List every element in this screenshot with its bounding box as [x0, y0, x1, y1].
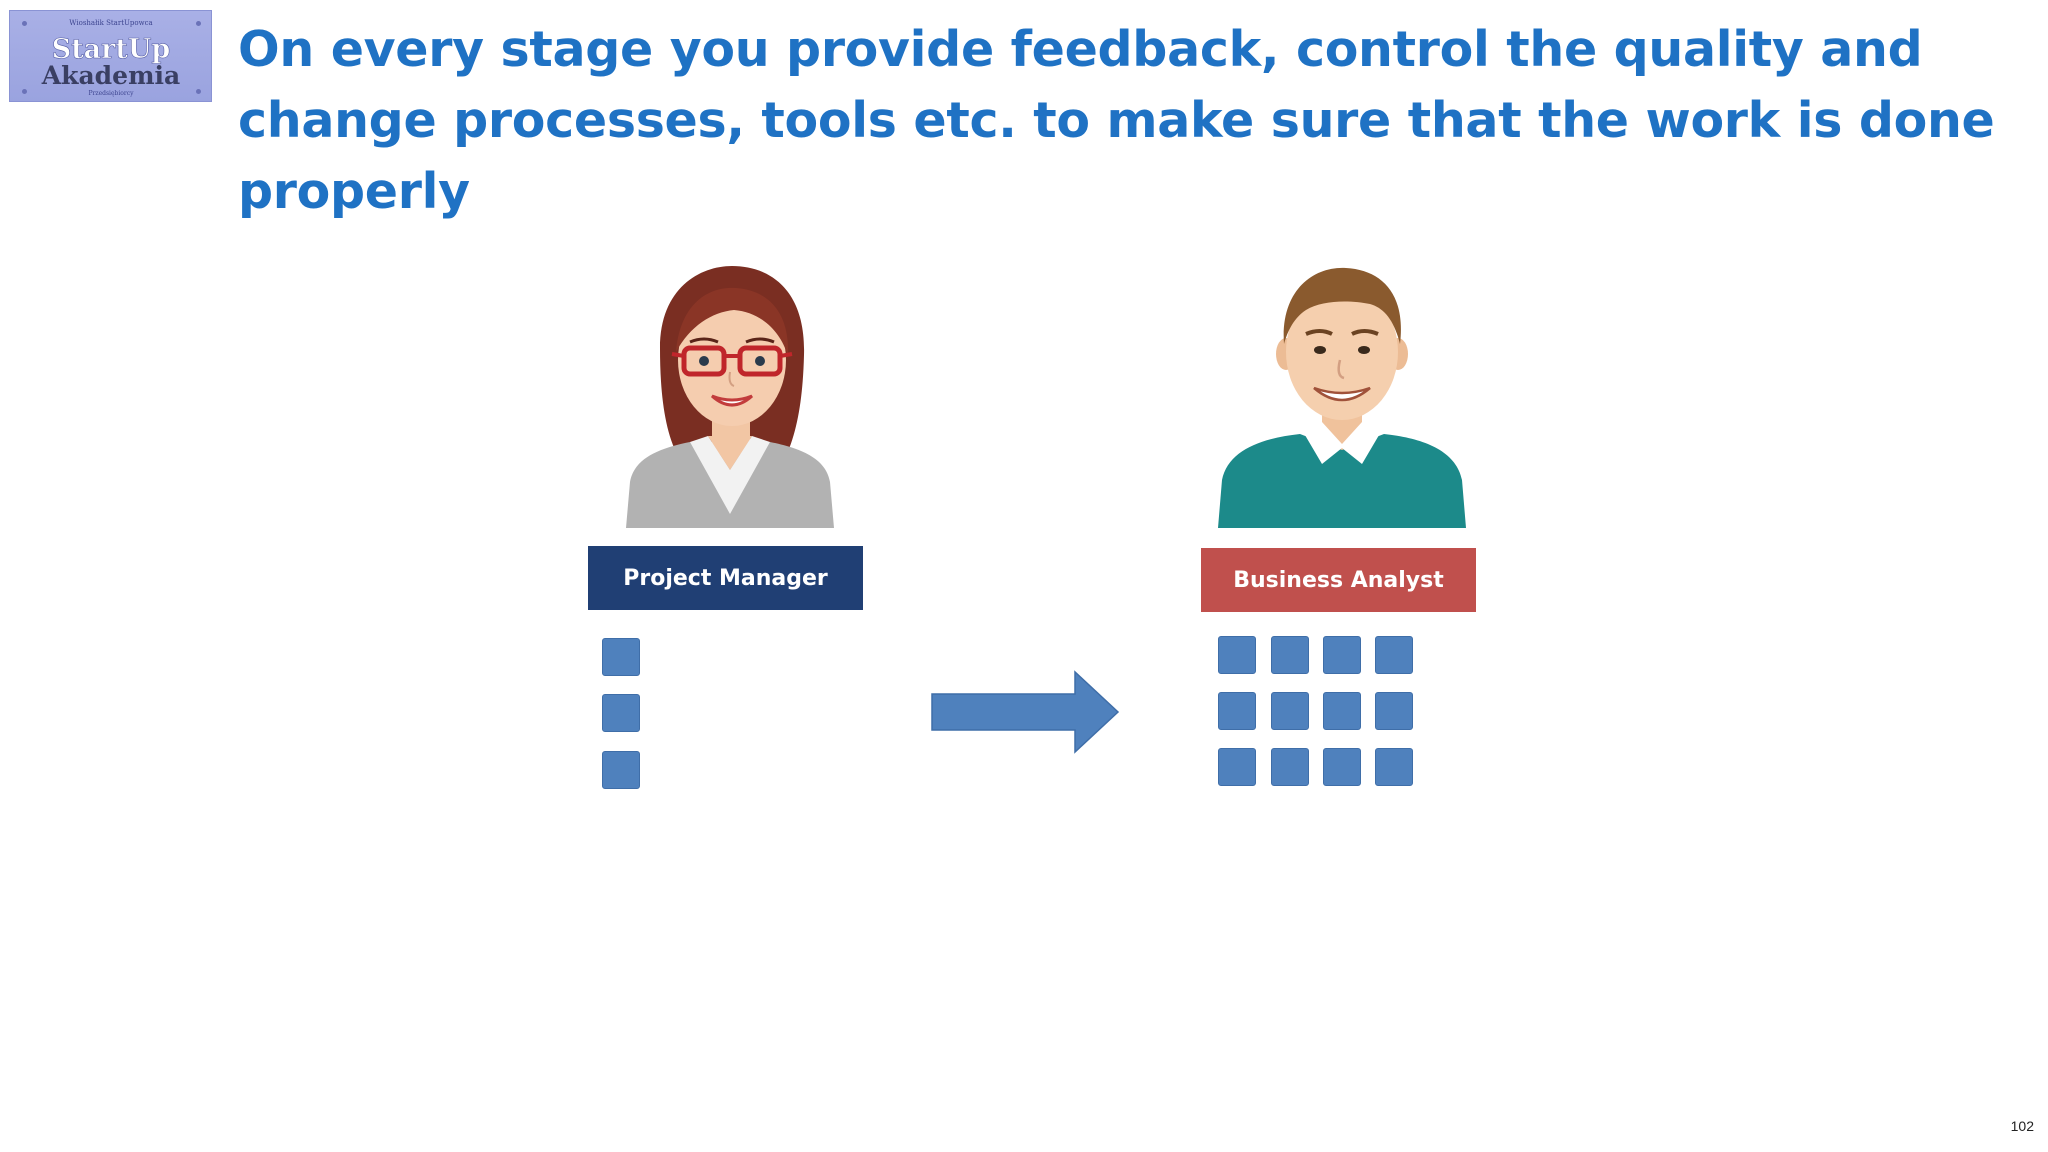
svg-text:Przedsiębiorcy: Przedsiębiorcy [89, 90, 135, 97]
pm-task-square [602, 751, 640, 789]
right-arrow-icon [930, 670, 1120, 759]
ba-task-square [1271, 748, 1309, 786]
woman-with-glasses-avatar [620, 260, 840, 528]
ba-task-square [1218, 748, 1256, 786]
svg-text:Wioshałik StartUpowca: Wioshałik StartUpowca [69, 19, 152, 27]
ba-task-square [1271, 636, 1309, 674]
ba-task-square [1375, 636, 1413, 674]
business-analyst-label: Business Analyst [1201, 548, 1476, 612]
svg-text:StartUp: StartUp [52, 34, 171, 65]
pm-task-square [602, 694, 640, 732]
ba-task-square [1218, 636, 1256, 674]
pm-task-square [602, 638, 640, 676]
ba-task-square [1218, 692, 1256, 730]
slide-title: On every stage you provide feedback, con… [238, 21, 1995, 220]
ba-task-square [1375, 692, 1413, 730]
ba-task-square [1323, 748, 1361, 786]
ba-task-square [1323, 692, 1361, 730]
business-analyst-label-text: Business Analyst [1233, 567, 1444, 593]
ba-task-square [1323, 636, 1361, 674]
project-manager-label: Project Manager [588, 546, 863, 610]
ba-task-square [1375, 748, 1413, 786]
man-in-green-sweater-avatar [1210, 260, 1470, 528]
project-manager-label-text: Project Manager [623, 565, 828, 591]
page-number: 102 [2010, 1118, 2034, 1134]
svg-text:Akademia: Akademia [41, 61, 180, 90]
ba-task-square [1271, 692, 1309, 730]
startup-akademia-logo: Wioshałik StartUpowca StartUp Akademia P… [9, 10, 212, 102]
